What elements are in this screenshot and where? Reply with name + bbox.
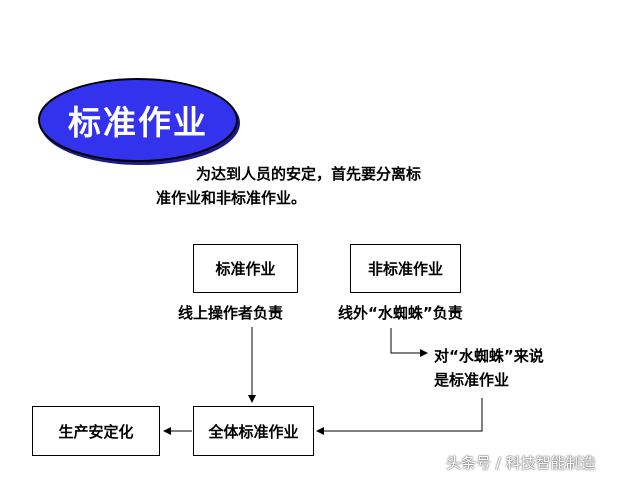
standard-work-box: 标准作业 bbox=[193, 244, 298, 293]
page-title: 标准作业 bbox=[68, 103, 208, 142]
intro-line-1: 为达到人员的安定，首先要分离标 bbox=[196, 165, 422, 183]
non-standard-responsibility-label: 线外“水蜘蛛”负责 bbox=[338, 304, 463, 322]
water-spider-note-line-2: 是标准作业 bbox=[434, 371, 510, 389]
arrow-non-standard-to-note bbox=[390, 328, 428, 357]
production-stabilization-box: 生产安定化 bbox=[32, 406, 160, 456]
arrow-note-to-overall bbox=[316, 398, 483, 435]
non-standard-work-box: 非标准作业 bbox=[350, 244, 461, 293]
title-oval: 标准作业 bbox=[38, 78, 238, 162]
water-spider-note-line-1: 对“水蜘蛛”来说 bbox=[434, 347, 544, 365]
intro-text: 为达到人员的安定，首先要分离标 准作业和非标准作业。 bbox=[156, 162, 476, 210]
standard-responsibility-label: 线上操作者负责 bbox=[178, 304, 284, 322]
non-standard-work-box-label: 非标准作业 bbox=[367, 260, 443, 278]
overall-standard-work-box: 全体标准作业 bbox=[193, 406, 314, 456]
overall-standard-work-box-label: 全体标准作业 bbox=[208, 422, 299, 441]
watermark: 头条号 / 科技智能制造 bbox=[446, 454, 596, 472]
standard-work-box-label: 标准作业 bbox=[215, 260, 276, 278]
production-stabilization-box-label: 生产安定化 bbox=[58, 422, 134, 441]
intro-line-2: 准作业和非标准作业。 bbox=[156, 189, 307, 207]
